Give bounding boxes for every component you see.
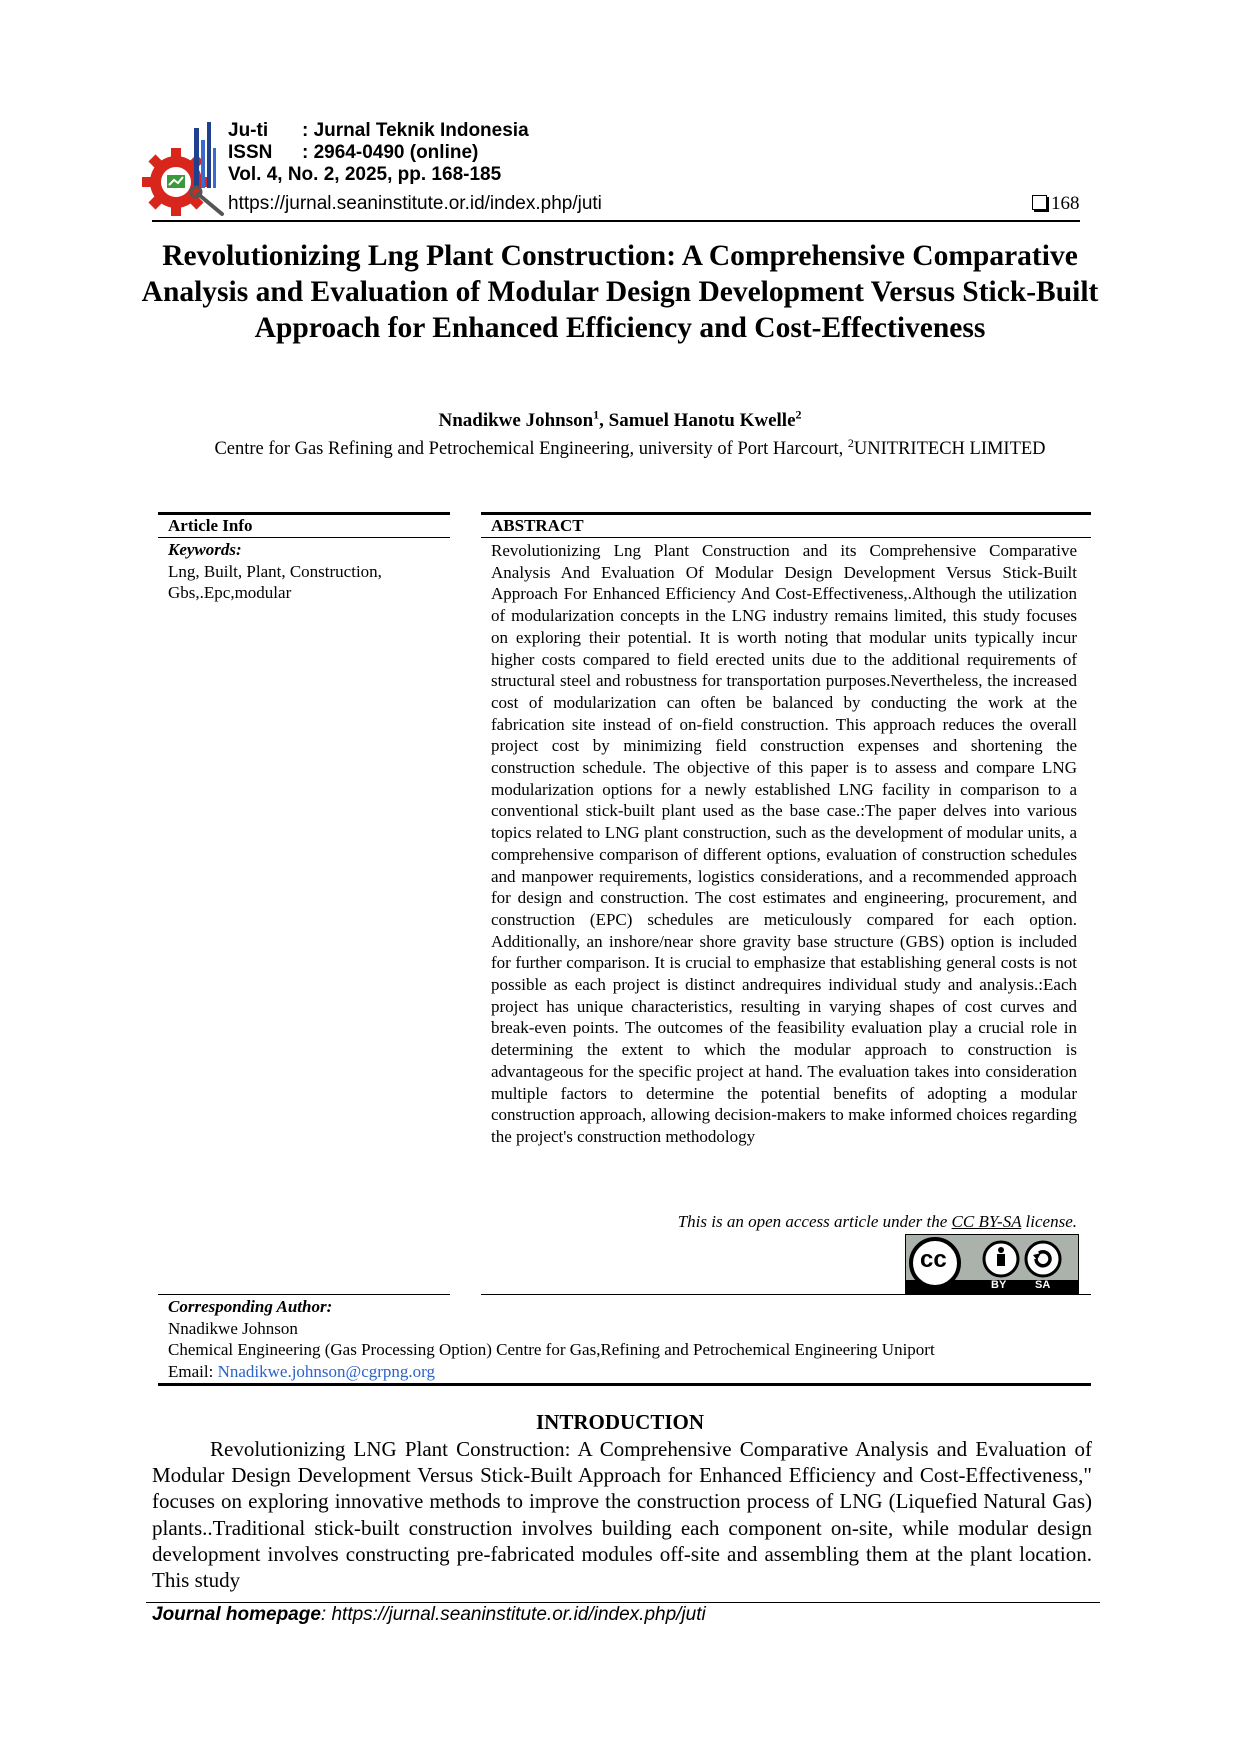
by-text: BY	[991, 1279, 1007, 1291]
journal-homepage-footer: Journal homepage: https://jurnal.seanins…	[152, 1604, 706, 1625]
journal-url[interactable]: https://jurnal.seaninstitute.or.id/index…	[228, 193, 602, 214]
abstract-text: Revolutionizing Lng Plant Construction a…	[491, 541, 1077, 1146]
email-link[interactable]: Nnadikwe.johnson@cgrpng.org	[217, 1361, 436, 1381]
journal-meta: Ju-ti: Jurnal Teknik Indonesia ISSN: 296…	[228, 120, 529, 186]
corresponding-author: Corresponding Author: Nnadikwe Johnson C…	[168, 1296, 1068, 1382]
journal-volume: Vol. 4, No. 2, 2025, pp. 168-185	[228, 164, 502, 185]
corresponding-bottom-rule	[158, 1383, 1091, 1386]
keywords-list: Lng, Built, Plant, Construction, Gbs,.Ep…	[168, 562, 382, 602]
corresponding-dept: Chemical Engineering (Gas Processing Opt…	[168, 1340, 935, 1359]
cc-text: cc	[920, 1246, 947, 1273]
footer-url[interactable]: : https://jurnal.seaninstitute.or.id/ind…	[320, 1604, 706, 1625]
abstract-sub-rule	[481, 537, 1091, 538]
corresponding-email-row: Email: Nnadikwe.johnson@cgrpng.org	[168, 1361, 436, 1381]
info-sub-rule	[158, 537, 450, 538]
affiliation: Centre for Gas Refining and Petrochemica…	[214, 435, 1046, 459]
abstract-label: ABSTRACT	[491, 516, 584, 535]
corresponding-name: Nnadikwe Johnson	[168, 1318, 298, 1338]
page-box-icon	[1032, 195, 1047, 210]
journal-row-issn: ISSN: 2964-0490 (online)	[228, 142, 479, 163]
info-top-rule	[158, 512, 450, 515]
author-list: Nnadikwe Johnson1, Samuel Hanotu Kwelle2	[438, 407, 802, 431]
cc-by-sa-badge-icon[interactable]: cc BY SA	[905, 1234, 1079, 1294]
page-number: 168	[1032, 193, 1080, 215]
info-bottom-rule	[158, 1294, 450, 1295]
abstract-bottom-rule	[481, 1294, 1091, 1295]
license-link[interactable]: CC BY-SA	[951, 1212, 1022, 1231]
keywords-label: Keywords:	[168, 540, 242, 559]
corresponding-label: Corresponding Author:	[168, 1297, 333, 1316]
paper-title: Revolutionizing Lng Plant Construction: …	[141, 240, 1099, 344]
open-access-note: This is an open access article under the…	[677, 1212, 1077, 1231]
introduction-text: Revolutionizing LNG Plant Construction: …	[152, 1437, 1092, 1593]
author-1: Nnadikwe Johnson	[438, 410, 594, 431]
journal-row-name: Ju-ti: Jurnal Teknik Indonesia	[228, 120, 529, 141]
footer-rule	[146, 1602, 1100, 1603]
abstract-top-rule	[481, 512, 1091, 515]
author-2: Samuel Hanotu Kwelle	[608, 410, 796, 431]
header-rule	[152, 220, 1080, 222]
article-info-label: Article Info	[168, 516, 253, 535]
sa-text: SA	[1035, 1279, 1051, 1291]
journal-logo-icon	[142, 122, 224, 216]
section-heading-introduction: INTRODUCTION	[535, 1410, 705, 1434]
